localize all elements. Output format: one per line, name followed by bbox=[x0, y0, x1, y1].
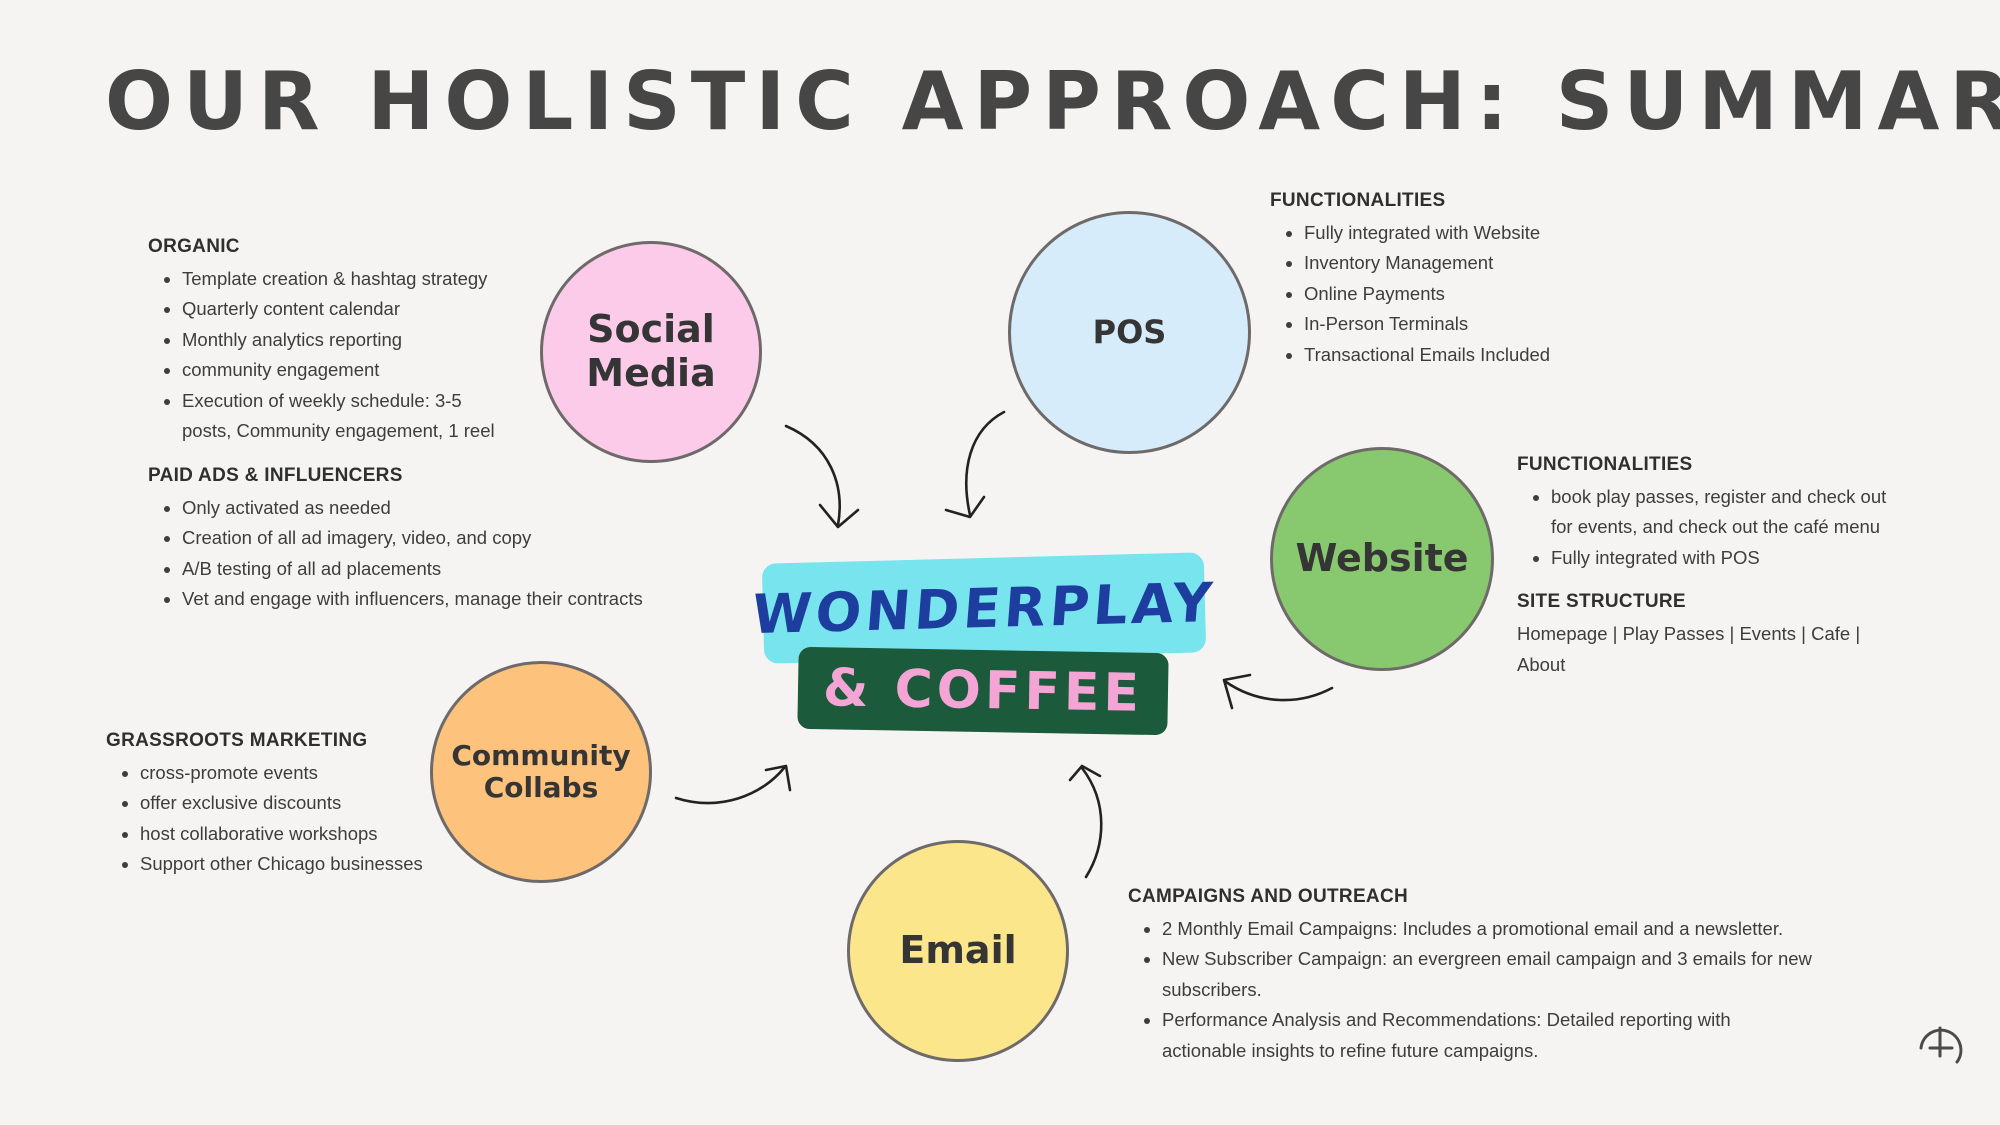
arrow-social-to-center bbox=[784, 424, 860, 529]
grassroots-details: GRASSROOTS MARKETING cross-promote event… bbox=[106, 730, 466, 898]
pos-label: POS bbox=[1092, 313, 1167, 352]
list-item: Vet and engage with influencers, manage … bbox=[182, 584, 643, 615]
paid-ads-heading: PAID ADS & INFLUENCERS bbox=[148, 464, 403, 486]
email-campaigns-list: 2 Monthly Email Campaigns: Includes a pr… bbox=[1128, 914, 1848, 1067]
list-item: 2 Monthly Email Campaigns: Includes a pr… bbox=[1162, 914, 1848, 945]
grassroots-list: cross-promote events offer exclusive dis… bbox=[106, 758, 466, 880]
list-item: Monthly analytics reporting bbox=[182, 325, 588, 356]
email-campaigns-heading: CAMPAIGNS AND OUTREACH bbox=[1128, 886, 1408, 907]
grassroots-heading: GRASSROOTS MARKETING bbox=[106, 730, 368, 751]
website-functionalities-heading: FUNCTIONALITIES bbox=[1517, 454, 1693, 475]
arrow-email-to-center bbox=[1068, 764, 1103, 879]
list-item: A/B testing of all ad placements bbox=[182, 554, 588, 585]
list-item: Fully integrated with Website bbox=[1304, 218, 1670, 249]
paid-ads-list: Only activated as needed Creation of all… bbox=[148, 493, 643, 615]
arrow-community-to-center bbox=[674, 764, 792, 805]
list-item: Online Payments bbox=[1304, 279, 1670, 310]
organic-heading: ORGANIC bbox=[148, 236, 240, 257]
site-structure-text: Homepage | Play Passes | Events | Cafe |… bbox=[1517, 623, 1861, 675]
email-details: CAMPAIGNS AND OUTREACH 2 Monthly Email C… bbox=[1128, 886, 1848, 1084]
website-label: Website bbox=[1295, 536, 1469, 581]
list-item: New Subscriber Campaign: an evergreen em… bbox=[1162, 944, 1822, 1005]
list-item: offer exclusive discounts bbox=[140, 788, 466, 819]
logo-line2: & COFFEE bbox=[822, 658, 1144, 724]
list-item: Inventory Management bbox=[1304, 248, 1670, 279]
social-media-node: Social Media bbox=[540, 241, 762, 463]
website-details: FUNCTIONALITIES book play passes, regist… bbox=[1517, 454, 1897, 680]
list-item: cross-promote events bbox=[140, 758, 466, 789]
organic-list: Template creation & hashtag strategy Qua… bbox=[148, 264, 588, 447]
list-item: Execution of weekly schedule: 3-5 posts,… bbox=[182, 386, 512, 447]
website-node: Website bbox=[1270, 447, 1494, 671]
social-media-details: ORGANIC Template creation & hashtag stra… bbox=[148, 236, 643, 633]
list-item: Transactional Emails Included bbox=[1304, 340, 1670, 371]
social-media-label: Social Media bbox=[586, 307, 716, 395]
list-item: host collaborative workshops bbox=[140, 819, 466, 850]
community-collabs-label: Community Collabs bbox=[451, 738, 631, 804]
page-title: OUR HOLISTIC APPROACH: SUMMARY bbox=[105, 55, 2000, 148]
pos-functionalities-list: Fully integrated with Website Inventory … bbox=[1270, 218, 1670, 371]
arrow-pos-to-center bbox=[944, 410, 1006, 519]
list-item: community engagement bbox=[182, 355, 588, 386]
list-item: In-Person Terminals bbox=[1304, 309, 1670, 340]
list-item: Support other Chicago businesses bbox=[140, 849, 466, 880]
community-collabs-node: Community Collabs bbox=[430, 661, 652, 883]
list-item: book play passes, register and check out… bbox=[1551, 482, 1897, 543]
site-structure-heading: SITE STRUCTURE bbox=[1517, 591, 1686, 613]
list-item: Template creation & hashtag strategy bbox=[182, 264, 588, 295]
logo-line1: WONDERPLAY bbox=[749, 570, 1219, 646]
email-label: Email bbox=[899, 928, 1017, 973]
power-curve-icon bbox=[1919, 1026, 1963, 1064]
website-functionalities-list: book play passes, register and check out… bbox=[1517, 482, 1897, 574]
logo-coffee: & COFFEE bbox=[797, 646, 1169, 736]
arrow-website-to-center bbox=[1222, 673, 1334, 710]
list-item: Only activated as needed bbox=[182, 493, 588, 524]
pos-node: POS bbox=[1008, 211, 1251, 454]
list-item: Quarterly content calendar bbox=[182, 294, 588, 325]
email-node: Email bbox=[847, 840, 1069, 1062]
list-item: Fully integrated with POS bbox=[1551, 543, 1897, 574]
list-item: Performance Analysis and Recommendations… bbox=[1162, 1005, 1792, 1066]
pos-details: FUNCTIONALITIES Fully integrated with We… bbox=[1270, 190, 1670, 388]
list-item: Creation of all ad imagery, video, and c… bbox=[182, 523, 588, 554]
pos-functionalities-heading: FUNCTIONALITIES bbox=[1270, 190, 1446, 211]
